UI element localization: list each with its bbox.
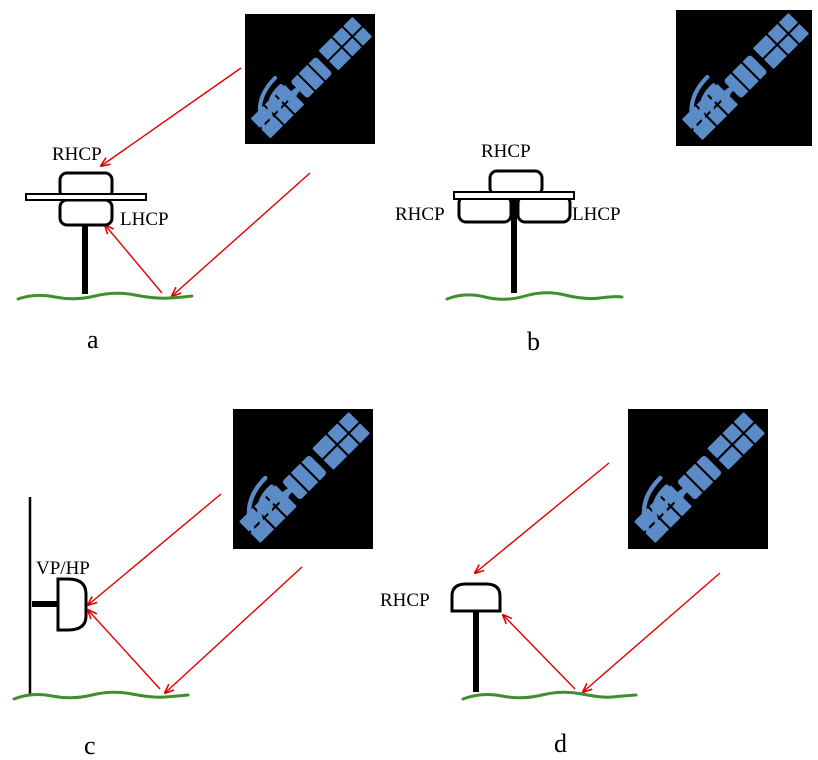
incident-ray [172, 172, 311, 296]
reflected-ray [105, 225, 163, 294]
incident-ray [165, 566, 303, 693]
satellite-icon [628, 409, 768, 549]
label-rhcp: RHCP [380, 590, 430, 611]
ground-line [16, 291, 194, 301]
ground-plane [25, 193, 147, 201]
direct-ray [475, 462, 610, 573]
direct-ray [88, 493, 222, 605]
label-vp-hp: VP/HP [36, 558, 90, 579]
direct-ray [101, 67, 242, 166]
label-rhcp-top: RHCP [481, 141, 531, 162]
caption-d: d [554, 729, 567, 758]
caption-a: a [87, 325, 99, 354]
reflected-ray [88, 610, 161, 690]
ground-line [461, 690, 638, 701]
incident-ray [583, 572, 721, 692]
caption-b: b [527, 327, 540, 356]
panel-d: RHCP d [380, 409, 768, 758]
ground-line [12, 690, 190, 701]
reflected-ray [503, 615, 576, 690]
ground-plane [453, 191, 575, 200]
label-rhcp: RHCP [52, 144, 102, 165]
ground-line [445, 291, 624, 301]
panel-b: RHCP RHCP LHCP b [395, 10, 812, 356]
caption-c: c [84, 731, 96, 760]
antenna-lhcp-element [58, 198, 114, 227]
label-rhcp-left: RHCP [395, 204, 445, 225]
satellite-icon [676, 10, 812, 146]
satellite-icon [245, 14, 375, 144]
label-lhcp: LHCP [120, 209, 169, 230]
label-lhcp-right: LHCP [572, 204, 621, 225]
panel-c: VP/HP c [12, 409, 373, 760]
antenna-vp-hp [56, 577, 88, 632]
satellite-icon [233, 409, 373, 549]
antenna-rhcp [450, 582, 502, 613]
panel-a: RHCP LHCP a [16, 14, 375, 354]
